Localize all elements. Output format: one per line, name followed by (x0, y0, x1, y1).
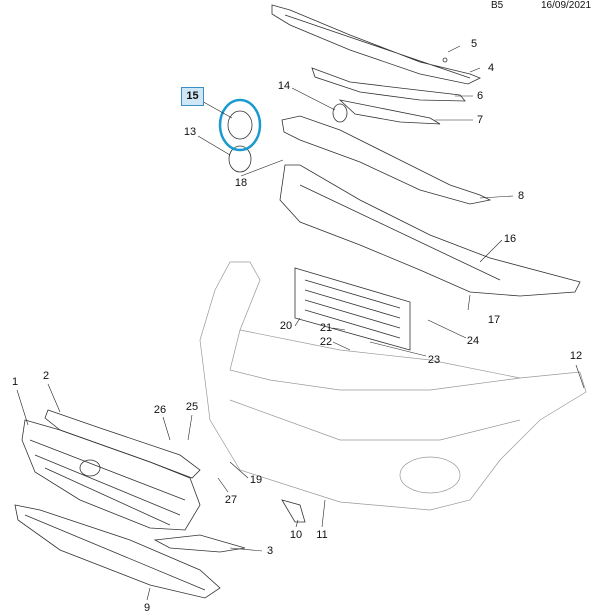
label-10[interactable]: 10 (289, 529, 303, 541)
label-7[interactable]: 7 (476, 114, 484, 126)
part-16-lower-panel (279, 164, 581, 297)
label-11[interactable]: 11 (316, 529, 328, 541)
label-16[interactable]: 16 (503, 233, 517, 245)
part-7-bar (338, 99, 441, 125)
highlighted-part-label-15[interactable]: 15 (181, 87, 204, 106)
label-6[interactable]: 6 (476, 90, 484, 102)
label-20[interactable]: 20 (279, 320, 293, 332)
part-4-upper-grille (271, 4, 481, 85)
label-2[interactable]: 2 (42, 370, 50, 382)
part-6-trim (311, 67, 466, 102)
label-3[interactable]: 3 (266, 545, 274, 557)
part-14-bracket (332, 103, 348, 123)
label-24[interactable]: 24 (466, 335, 480, 347)
label-1[interactable]: 1 (11, 376, 19, 388)
label-9[interactable]: 9 (143, 602, 151, 614)
part-1-grille (21, 419, 201, 531)
label-13[interactable]: 13 (183, 126, 197, 138)
label-12[interactable]: 12 (569, 350, 583, 362)
label-19[interactable]: 19 (249, 474, 263, 486)
label-23[interactable]: 23 (427, 354, 441, 366)
label-25[interactable]: 25 (185, 401, 199, 413)
bumper-fascia (199, 261, 587, 511)
label-5[interactable]: 5 (470, 38, 478, 50)
part-20-grille-insert (294, 267, 411, 351)
label-4[interactable]: 4 (487, 62, 495, 74)
diagram-date: 16/09/2021 (541, 0, 592, 11)
label-17[interactable]: 17 (487, 314, 501, 326)
label-27[interactable]: 27 (224, 494, 238, 506)
label-8[interactable]: 8 (517, 190, 525, 202)
part-3-trim (153, 534, 246, 553)
part-13-emblem (228, 145, 252, 173)
part-10-strip (281, 499, 306, 523)
label-22[interactable]: 22 (319, 336, 333, 348)
part-2-frame (44, 409, 201, 479)
label-21[interactable]: 21 (319, 322, 333, 334)
label-14[interactable]: 14 (277, 80, 291, 92)
highlight-circle (218, 98, 262, 152)
leader-lines (16, 67, 585, 601)
label-26[interactable]: 26 (153, 404, 167, 416)
part-8-absorber (281, 115, 492, 205)
label-18[interactable]: 18 (234, 177, 248, 189)
part-9-lower-grille (14, 504, 221, 599)
page-code: B5 (491, 0, 504, 11)
part-5-screw (442, 57, 448, 63)
part-15-emblem (227, 110, 253, 140)
